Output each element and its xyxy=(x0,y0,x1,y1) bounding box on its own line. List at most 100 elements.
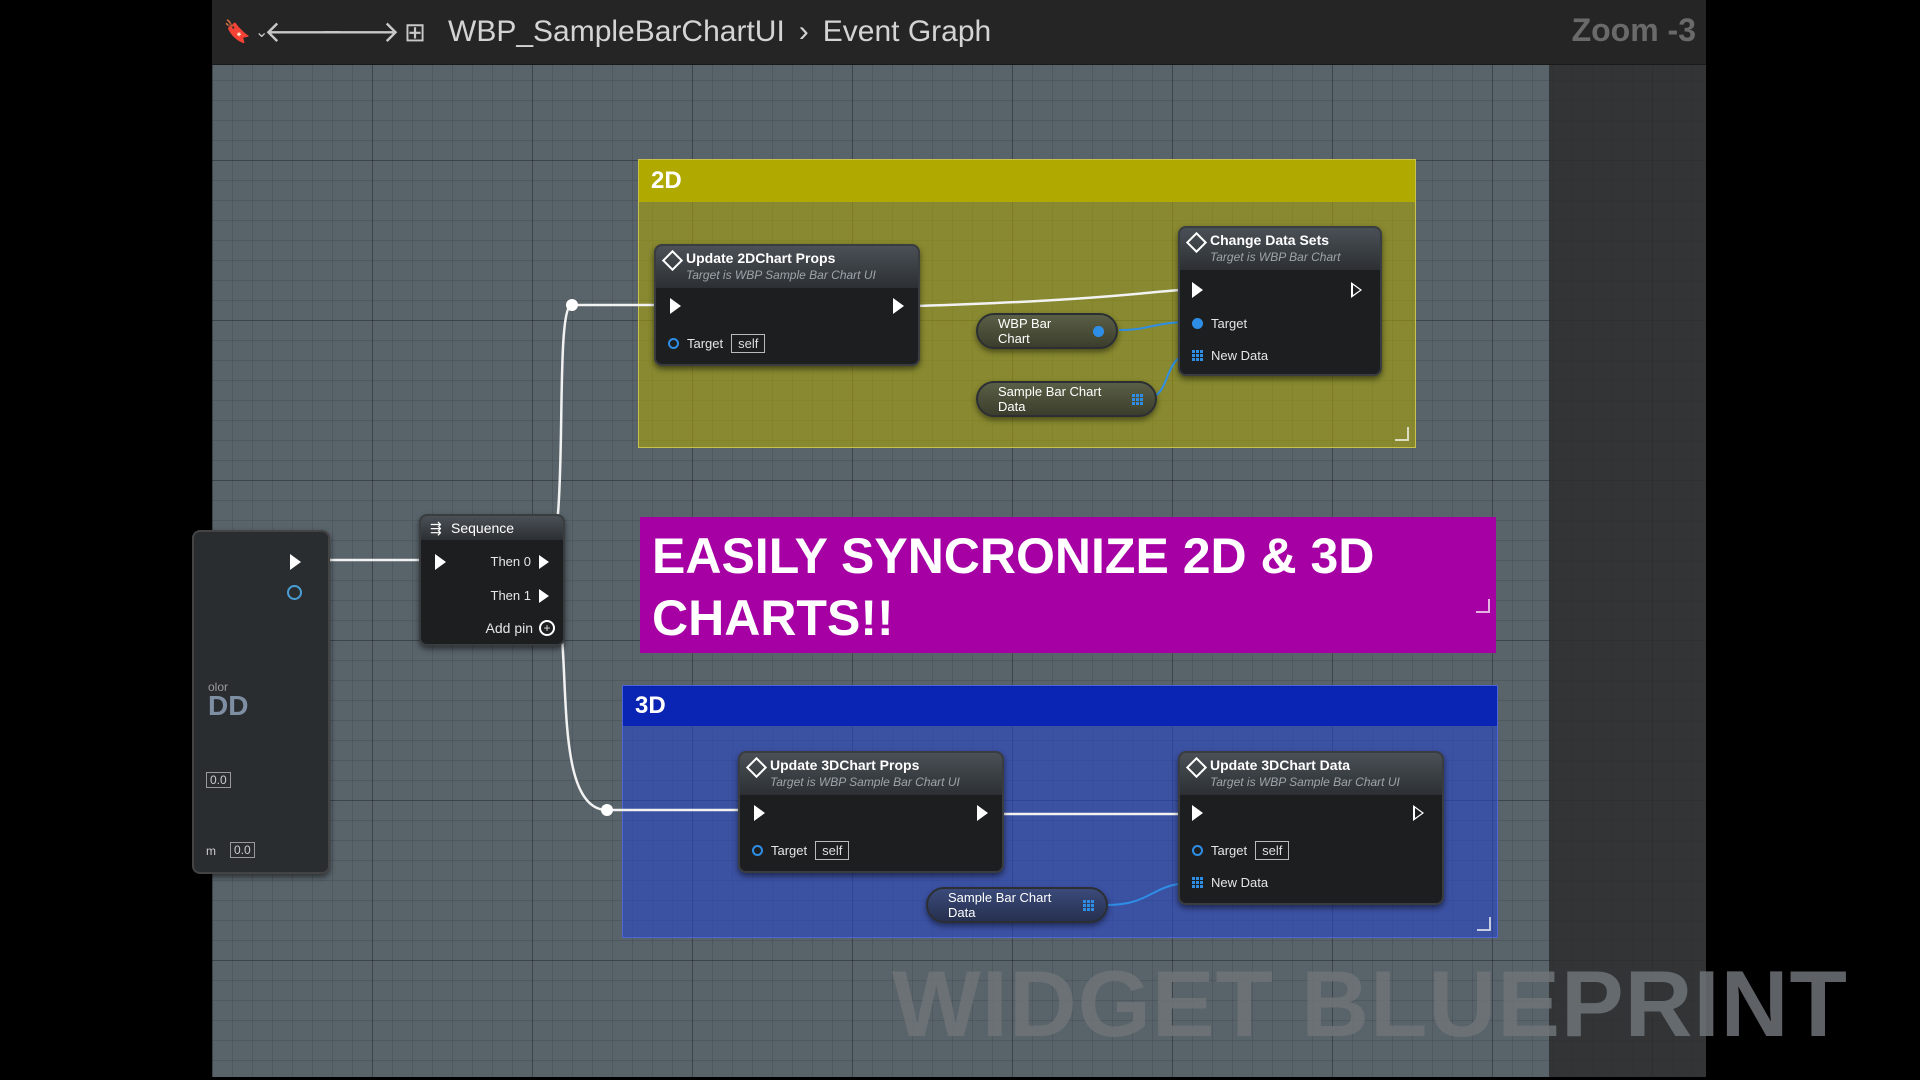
sequence-node-header: ⇶ Sequence xyxy=(421,516,563,540)
left-node-pin-label-2: m xyxy=(206,844,216,858)
comment-title-3d: 3D xyxy=(623,686,1497,726)
banner-comment[interactable]: EASILY SYNCRONIZE 2D & 3D CHARTS!! xyxy=(640,517,1496,653)
update-3d-props-target-value[interactable]: self xyxy=(815,841,850,860)
update-3d-props-exec-out-pin[interactable] xyxy=(977,805,988,821)
breadcrumb-item-event-graph[interactable]: Event Graph xyxy=(822,15,992,48)
function-icon xyxy=(661,249,684,272)
sequence-add-pin-button[interactable]: Add pin + xyxy=(486,620,555,636)
update-2d-exec-out-pin[interactable] xyxy=(893,298,904,314)
forward-button[interactable]: 🡒 xyxy=(320,12,400,52)
array-pin-icon[interactable] xyxy=(1192,877,1203,888)
sequence-icon: ⇶ xyxy=(430,520,442,536)
update-3d-props-exec-in-pin[interactable] xyxy=(754,805,765,821)
banner-text: EASILY SYNCRONIZE 2D & 3D CHARTS!! xyxy=(652,528,1375,646)
update-3d-chart-props-node[interactable]: Update 3DChart Props Target is WBP Sampl… xyxy=(738,751,1004,873)
graph-toolbar: 🔖 ⌄ 🡐 🡒 ⊞ WBP_SampleBarChartUI › Event G… xyxy=(212,0,1706,65)
sequence-node[interactable]: ⇶ Sequence Then 0 Then 1 Add pin + xyxy=(419,514,565,646)
back-button[interactable]: 🡐 xyxy=(264,12,344,52)
change-data-sets-exec-out-pin[interactable] xyxy=(1351,282,1362,298)
function-icon xyxy=(745,756,768,779)
sequence-title: Sequence xyxy=(451,520,515,536)
change-data-sets-new-data-row: New Data xyxy=(1192,348,1268,363)
wbp-bar-chart-variable-label: WBP Bar Chart xyxy=(998,316,1052,346)
graph-viewport[interactable]: 2D 3D olor DD 0.0 m 0.0 xyxy=(192,0,1847,1077)
update-3d-data-target-row: Target self xyxy=(1192,841,1290,860)
reroute-knot-2d[interactable] xyxy=(566,299,578,311)
bookmark-icon: 🔖 xyxy=(223,19,251,44)
update-3d-data-new-data-row: New Data xyxy=(1192,875,1268,890)
change-data-sets-target-label: Target xyxy=(1211,316,1248,331)
left-partial-node[interactable]: olor DD 0.0 m 0.0 xyxy=(192,530,330,874)
update-3d-data-target-value[interactable]: self xyxy=(1255,841,1290,860)
left-node-pin-label-1: olor xyxy=(208,680,229,694)
comment-title-2d: 2D xyxy=(639,160,1415,202)
sequence-then1-row: Then 1 xyxy=(491,588,549,603)
array-pin-icon[interactable] xyxy=(1192,350,1203,361)
update-3d-props-target-pin[interactable] xyxy=(752,845,763,856)
sequence-exec-in-pin[interactable] xyxy=(435,554,446,570)
breadcrumb: WBP_SampleBarChartUI › Event Graph xyxy=(448,15,991,49)
update-3d-data-exec-in-pin[interactable] xyxy=(1192,805,1203,821)
change-data-sets-new-data-label: New Data xyxy=(1211,348,1269,363)
bookmark-dropdown-button[interactable]: 🔖 ⌄ xyxy=(216,12,276,52)
breadcrumb-item-blueprint[interactable]: WBP_SampleBarChartUI xyxy=(448,15,785,48)
right-dark-panel xyxy=(1549,0,1706,1077)
change-data-sets-subtitle: Target is WBP Bar Chart xyxy=(1210,250,1341,264)
array-pin-icon[interactable] xyxy=(1083,899,1094,911)
sequence-then1-pin[interactable] xyxy=(539,588,549,603)
update-3d-chart-props-header: Update 3DChart Props Target is WBP Sampl… xyxy=(740,753,1002,795)
function-icon xyxy=(1185,756,1208,779)
change-data-sets-target-pin[interactable] xyxy=(1192,318,1203,329)
sequence-then0-pin[interactable] xyxy=(539,554,549,569)
update-3d-chart-data-subtitle: Target is WBP Sample Bar Chart UI xyxy=(1210,775,1400,789)
left-node-value-2[interactable]: 0.0 xyxy=(230,842,255,858)
function-icon xyxy=(1185,231,1208,254)
update-2d-target-value[interactable]: self xyxy=(731,334,766,353)
update-2d-target-pin[interactable] xyxy=(668,338,679,349)
update-3d-props-target-row: Target self xyxy=(752,841,850,860)
change-data-sets-target-row: Target xyxy=(1192,316,1247,331)
update-3d-chart-data-header: Update 3DChart Data Target is WBP Sample… xyxy=(1180,753,1442,795)
update-3d-data-target-label: Target xyxy=(1211,843,1248,858)
update-2d-exec-in-pin[interactable] xyxy=(670,298,681,314)
update-3d-chart-props-subtitle: Target is WBP Sample Bar Chart UI xyxy=(770,775,960,789)
graph-hierarchy-icon[interactable]: ⊞ xyxy=(404,16,426,47)
arrow-right-icon: 🡒 xyxy=(319,16,401,49)
change-data-sets-exec-in-pin[interactable] xyxy=(1192,282,1203,298)
sample-bar-chart-data-variable-3d[interactable]: Sample Bar Chart Data xyxy=(926,887,1108,923)
sequence-then0-row: Then 0 xyxy=(491,554,549,569)
sample-bar-chart-data-3d-label: Sample Bar Chart Data xyxy=(948,890,1052,920)
sample-bar-chart-data-2d-label: Sample Bar Chart Data xyxy=(998,384,1102,414)
sequence-then0-label: Then 0 xyxy=(490,554,531,569)
update-3d-chart-data-node[interactable]: Update 3DChart Data Target is WBP Sample… xyxy=(1178,751,1444,905)
array-pin-icon[interactable] xyxy=(1132,393,1143,405)
object-pin-out[interactable] xyxy=(287,585,302,600)
update-2d-chart-props-subtitle: Target is WBP Sample Bar Chart UI xyxy=(686,268,876,282)
update-3d-data-new-data-label: New Data xyxy=(1211,875,1269,890)
comment-title-text-2d: 2D xyxy=(651,167,682,194)
zoom-level: Zoom -3 xyxy=(1571,12,1696,48)
update-3d-data-exec-out-pin[interactable] xyxy=(1413,805,1424,821)
update-2d-chart-props-node[interactable]: Update 2DChart Props Target is WBP Sampl… xyxy=(654,244,920,366)
resize-handle-2d[interactable] xyxy=(1395,427,1409,441)
widget-blueprint-watermark: WIDGET BLUEPRINT xyxy=(892,951,1848,1056)
resize-handle-3d[interactable] xyxy=(1477,917,1491,931)
breadcrumb-chevron-icon: › xyxy=(798,15,809,48)
chevron-down-icon: ⌄ xyxy=(255,24,269,41)
reroute-knot-3d[interactable] xyxy=(601,804,613,816)
update-2d-chart-props-header: Update 2DChart Props Target is WBP Sampl… xyxy=(656,246,918,288)
update-3d-data-target-pin[interactable] xyxy=(1192,845,1203,856)
update-3d-chart-props-title: Update 3DChart Props xyxy=(770,757,920,773)
change-data-sets-node[interactable]: Change Data Sets Target is WBP Bar Chart… xyxy=(1178,226,1382,376)
plus-circle-icon: + xyxy=(539,620,555,636)
update-3d-chart-data-title: Update 3DChart Data xyxy=(1210,757,1351,773)
left-node-value-1[interactable]: 0.0 xyxy=(206,772,231,788)
change-data-sets-title: Change Data Sets xyxy=(1210,232,1330,248)
sequence-then1-label: Then 1 xyxy=(490,588,531,603)
wbp-bar-chart-variable[interactable]: WBP Bar Chart xyxy=(976,313,1118,349)
resize-handle-banner[interactable] xyxy=(1476,599,1490,613)
wbp-bar-chart-variable-pin[interactable] xyxy=(1093,325,1104,337)
sample-bar-chart-data-variable-2d[interactable]: Sample Bar Chart Data xyxy=(976,381,1157,417)
exec-out-pin[interactable] xyxy=(290,554,301,570)
left-node-glyph: DD xyxy=(208,690,249,721)
